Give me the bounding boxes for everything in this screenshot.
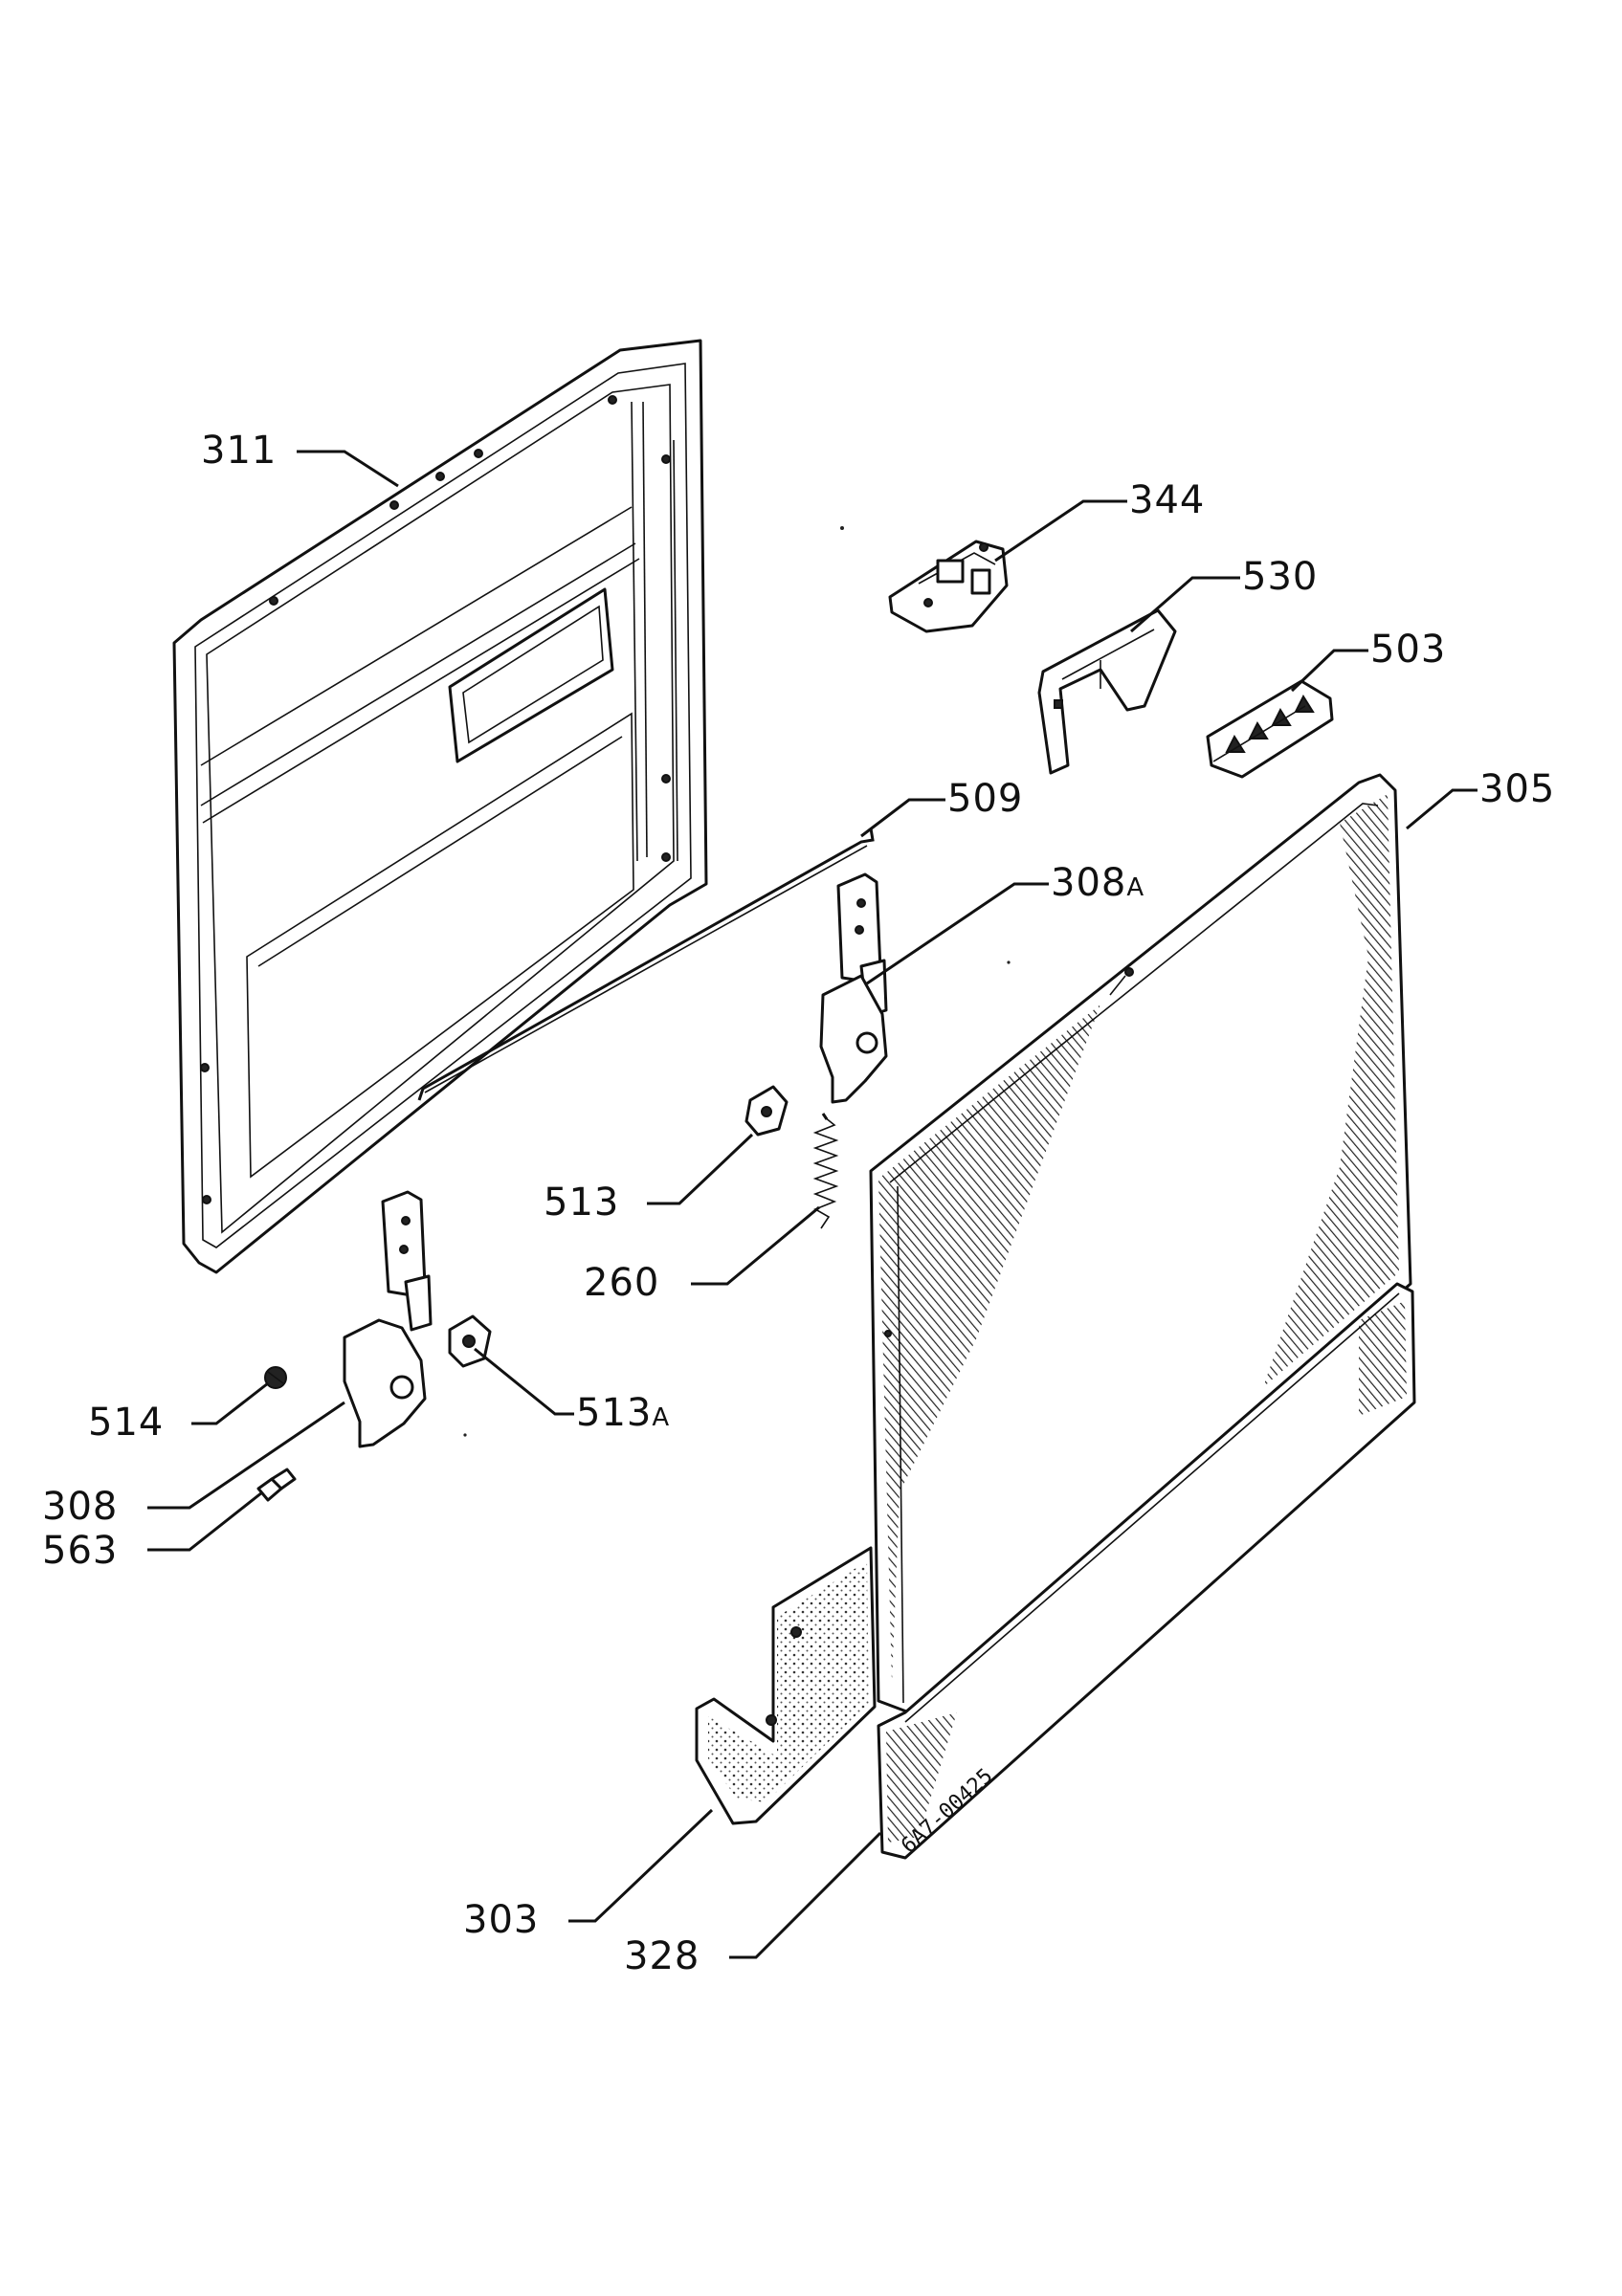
rod-part-509 (417, 828, 875, 1101)
inner-door-part-311 (172, 339, 708, 1274)
cap-part-514 (264, 1366, 287, 1389)
callout-530: 530 (1242, 555, 1318, 599)
callout-labels: 311 344 530 503 509 305 308A 513 260 513… (42, 429, 1555, 1978)
callout-513: 513 (544, 1181, 619, 1225)
scan-specks (463, 526, 1011, 1437)
callout-563: 563 (42, 1529, 118, 1573)
callout-305: 305 (1479, 767, 1555, 811)
callout-311: 311 (201, 429, 277, 473)
callout-303: 303 (463, 1898, 539, 1942)
spring-part-260 (812, 1113, 839, 1229)
bracket-part-513 (744, 1085, 789, 1137)
latch-part-530 (1037, 608, 1177, 775)
right-hinge-part-308A (819, 872, 888, 1104)
screw-part-563 (256, 1468, 297, 1502)
callout-308A: 308A (1051, 861, 1144, 905)
left-hinge-part-308 (343, 1190, 433, 1448)
callout-308: 308 (42, 1485, 118, 1529)
leader-lines (147, 450, 1478, 1959)
callout-260: 260 (584, 1261, 659, 1305)
switch-part-503 (1206, 679, 1334, 779)
bottom-bracket-part-303 (695, 1546, 877, 1825)
bracket-part-513A (448, 1314, 492, 1368)
outer-door-panel-part-305 (869, 773, 1412, 1714)
callout-513A: 513A (576, 1391, 670, 1435)
callout-503: 503 (1370, 628, 1446, 672)
callout-328: 328 (624, 1934, 700, 1978)
callout-514: 514 (88, 1401, 164, 1445)
callout-509: 509 (947, 777, 1023, 821)
callout-344: 344 (1129, 478, 1205, 522)
lock-part-344 (888, 540, 1009, 633)
frame-screw-holes (200, 395, 671, 1204)
